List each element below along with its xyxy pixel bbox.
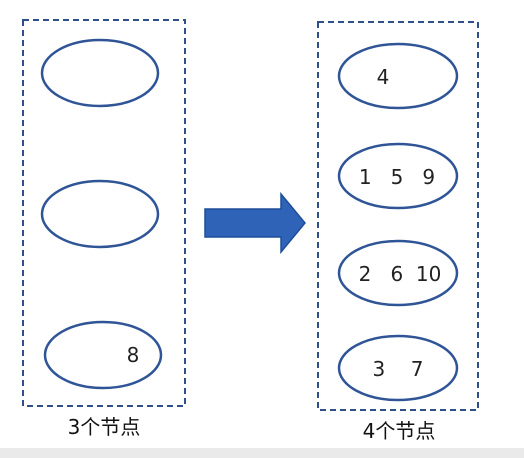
right-node-1: 4 xyxy=(337,42,459,110)
right-arrow-icon xyxy=(204,191,306,255)
left-node-3-ellipse xyxy=(43,320,163,390)
right-group-dashed-box xyxy=(317,21,479,411)
left-node-group: 8 3个节点 xyxy=(22,19,186,439)
left-node-3: 8 xyxy=(43,320,163,390)
right-node-3-ellipse xyxy=(337,239,459,307)
bottom-strip xyxy=(0,448,524,458)
left-node-2 xyxy=(40,179,160,249)
left-node-1-ellipse xyxy=(40,38,160,108)
right-node-2-ellipse xyxy=(337,142,459,210)
left-group-caption: 3个节点 xyxy=(68,415,141,439)
right-node-3-label: 2 6 10 xyxy=(359,262,442,286)
left-node-2-ellipse xyxy=(40,179,160,249)
left-group-dashed-box xyxy=(22,19,186,407)
right-node-1-ellipse xyxy=(337,42,459,110)
right-node-2-label: 1 5 9 xyxy=(359,165,435,189)
right-node-2: 1 5 9 xyxy=(337,142,459,210)
right-node-4-label: 3 7 xyxy=(373,357,424,381)
right-node-4-ellipse xyxy=(337,334,459,402)
right-node-1-label: 4 xyxy=(377,65,390,89)
left-node-1 xyxy=(40,38,160,108)
right-node-4: 3 7 xyxy=(337,334,459,402)
right-group-caption: 4个节点 xyxy=(363,419,436,443)
left-node-3-label: 8 xyxy=(127,343,140,367)
right-node-3: 2 6 10 xyxy=(337,239,459,307)
right-node-group: 4 1 5 9 2 6 10 3 7 4个节点 xyxy=(317,21,479,443)
